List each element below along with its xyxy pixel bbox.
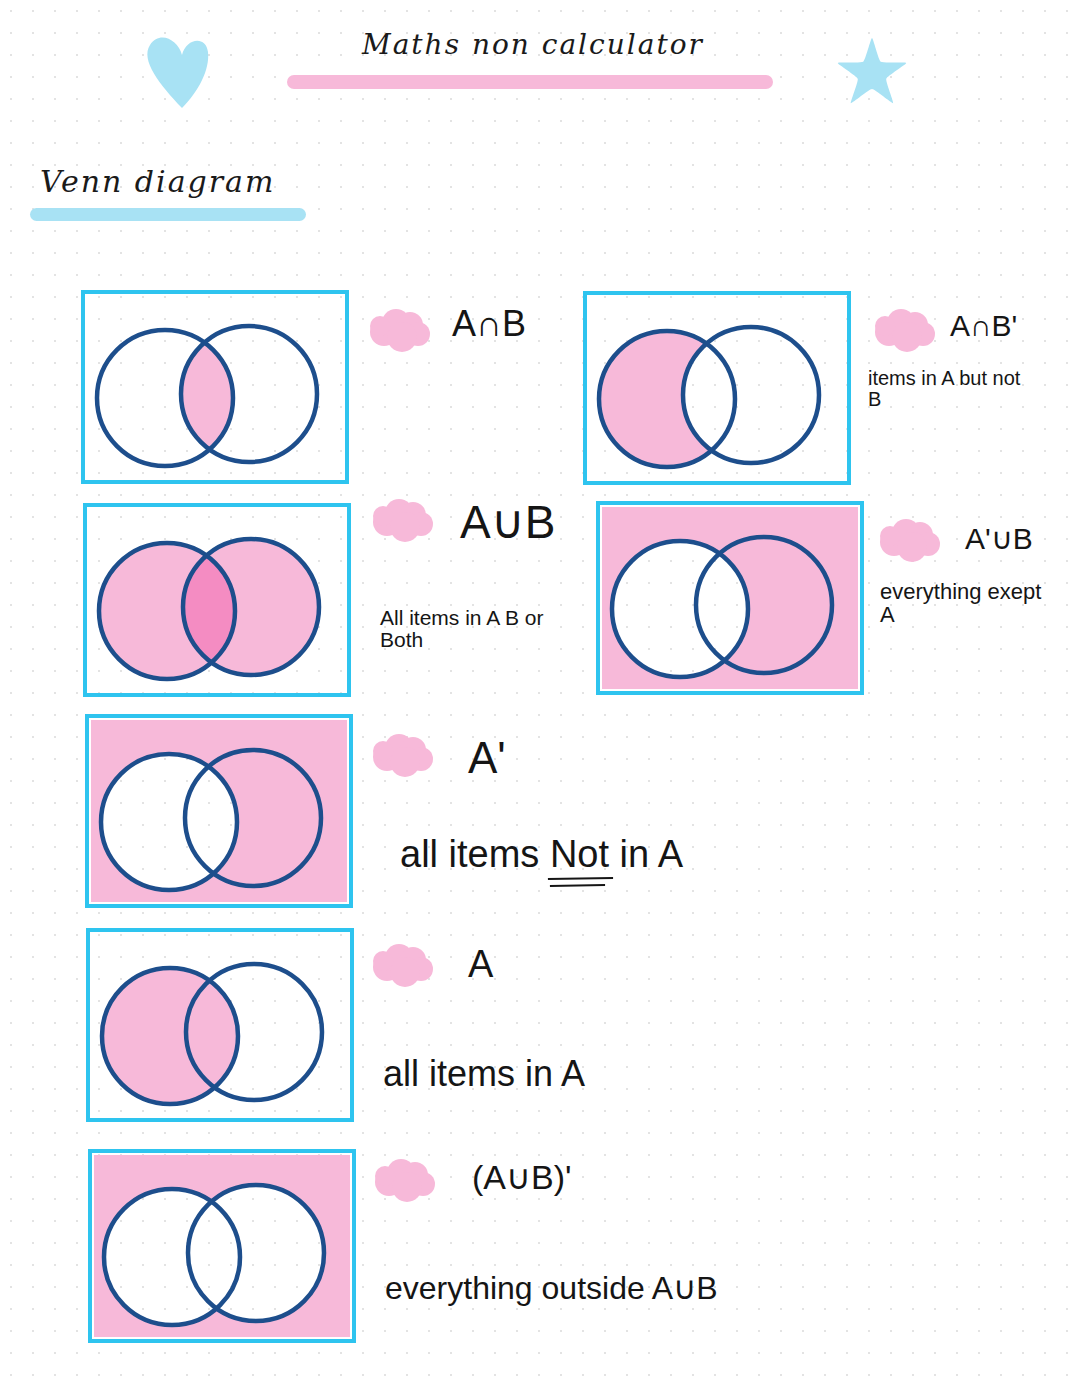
- set-notation: all items in A: [383, 1055, 585, 1093]
- cloud-bullet: [375, 1159, 435, 1202]
- set-notation: everything outside A∪B: [385, 1272, 718, 1306]
- venn-panel: [90, 1151, 354, 1341]
- note-text: everything exept A: [880, 580, 1045, 626]
- note-text: All items in A B or Both: [380, 607, 550, 651]
- set-notation: A∪B: [460, 498, 555, 546]
- cloud-bullet: [880, 519, 940, 562]
- note-text: items in A but not B: [868, 368, 1028, 410]
- venn-panel: [87, 716, 351, 906]
- emphasis-underline: [550, 885, 605, 886]
- set-notation: A∩B': [950, 310, 1017, 342]
- set-notation: A'∪B: [965, 523, 1033, 555]
- set-notation: all items Not in A: [400, 835, 683, 875]
- heading-underline: [30, 208, 306, 221]
- heart-doodle: [147, 38, 208, 108]
- venn-panel: [83, 292, 347, 482]
- emphasis-underline: [548, 878, 613, 879]
- star-doodle: [838, 38, 906, 103]
- venn-panel: [598, 503, 862, 693]
- cloud-bullet: [373, 734, 433, 777]
- venn-panel: [585, 293, 849, 483]
- set-notation: A': [468, 735, 506, 781]
- venn-panel: [88, 930, 352, 1120]
- page-title: Maths non calculator: [362, 30, 704, 59]
- venn-panel: [85, 505, 349, 695]
- cloud-bullet: [370, 309, 430, 352]
- title-underline: [287, 75, 773, 89]
- set-notation: A∩B: [452, 305, 526, 343]
- section-heading: Venn diagram: [40, 166, 275, 198]
- set-notation: A: [468, 945, 493, 985]
- cloud-bullet: [373, 944, 433, 987]
- cloud-bullet: [373, 499, 433, 542]
- cloud-bullet: [875, 309, 935, 352]
- set-notation: (A∪B)': [472, 1160, 572, 1196]
